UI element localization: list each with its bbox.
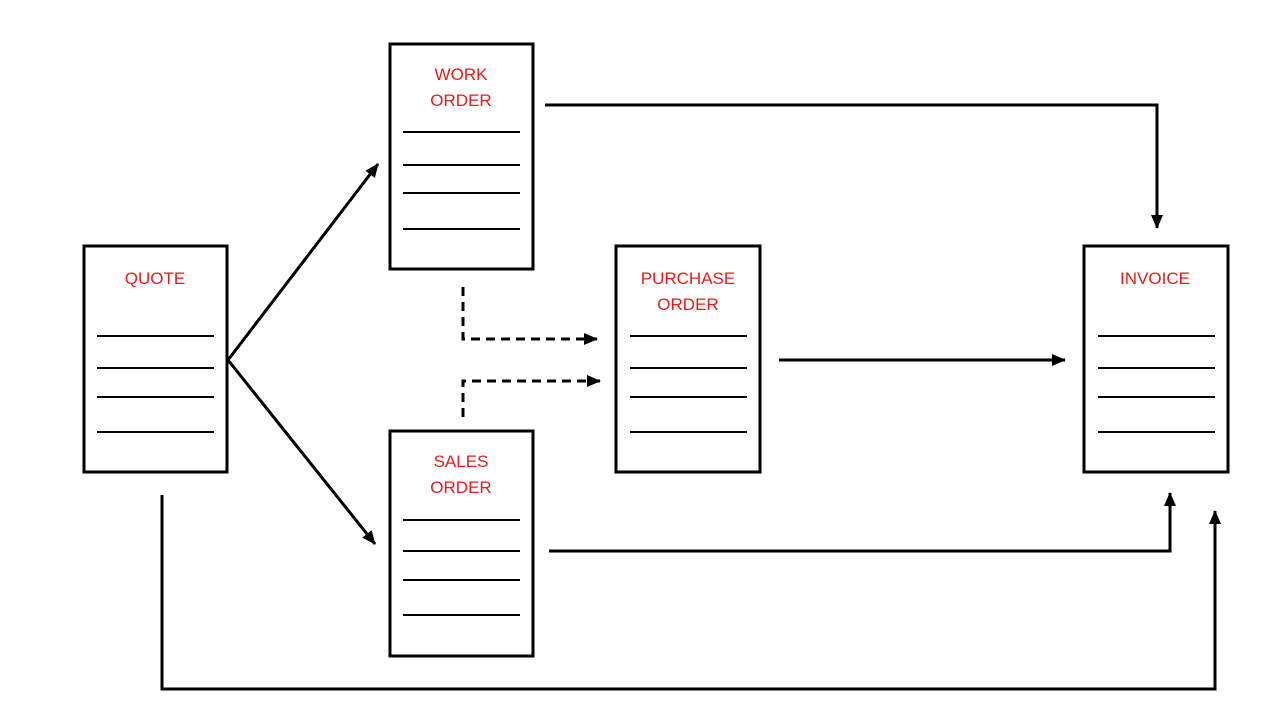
work-order-document-box	[388, 42, 535, 271]
invoice-label: INVOICE	[1120, 269, 1190, 288]
purchase-order-label-line-1: PURCHASE	[641, 269, 735, 288]
sales-order-document-node: SALES ORDER	[388, 429, 535, 658]
purchase-order-document-node: PURCHASE ORDER	[614, 244, 762, 474]
purchase-order-document-box	[614, 244, 762, 474]
sales-order-label-line-2: ORDER	[430, 478, 491, 497]
invoice-document-box	[1082, 244, 1230, 474]
work-order-document-node: WORK ORDER	[388, 42, 535, 271]
sales-order-document-box	[388, 429, 535, 658]
quote-label: QUOTE	[125, 269, 185, 288]
arrow-quote-to-invoice	[160, 495, 1221, 691]
purchase-order-label-line-2: ORDER	[657, 295, 718, 314]
connectors	[160, 103, 1221, 691]
arrow-work-order-to-invoice	[545, 103, 1163, 229]
invoice-document-node: INVOICE	[1082, 244, 1230, 474]
quote-document-box	[82, 244, 229, 474]
sales-order-label-line-1: SALES	[434, 452, 489, 471]
arrow-quote-to-work-order	[226, 163, 380, 361]
quote-document-node: QUOTE	[82, 244, 229, 474]
arrow-sales-order-to-invoice	[549, 492, 1176, 553]
arrow-quote-to-sales-order	[226, 359, 377, 545]
work-order-label-line-2: ORDER	[430, 91, 491, 110]
work-order-label-line-1: WORK	[435, 65, 489, 84]
arrow-work-order-to-purchase-order	[461, 287, 598, 345]
arrow-sales-order-to-purchase-order	[461, 375, 601, 417]
